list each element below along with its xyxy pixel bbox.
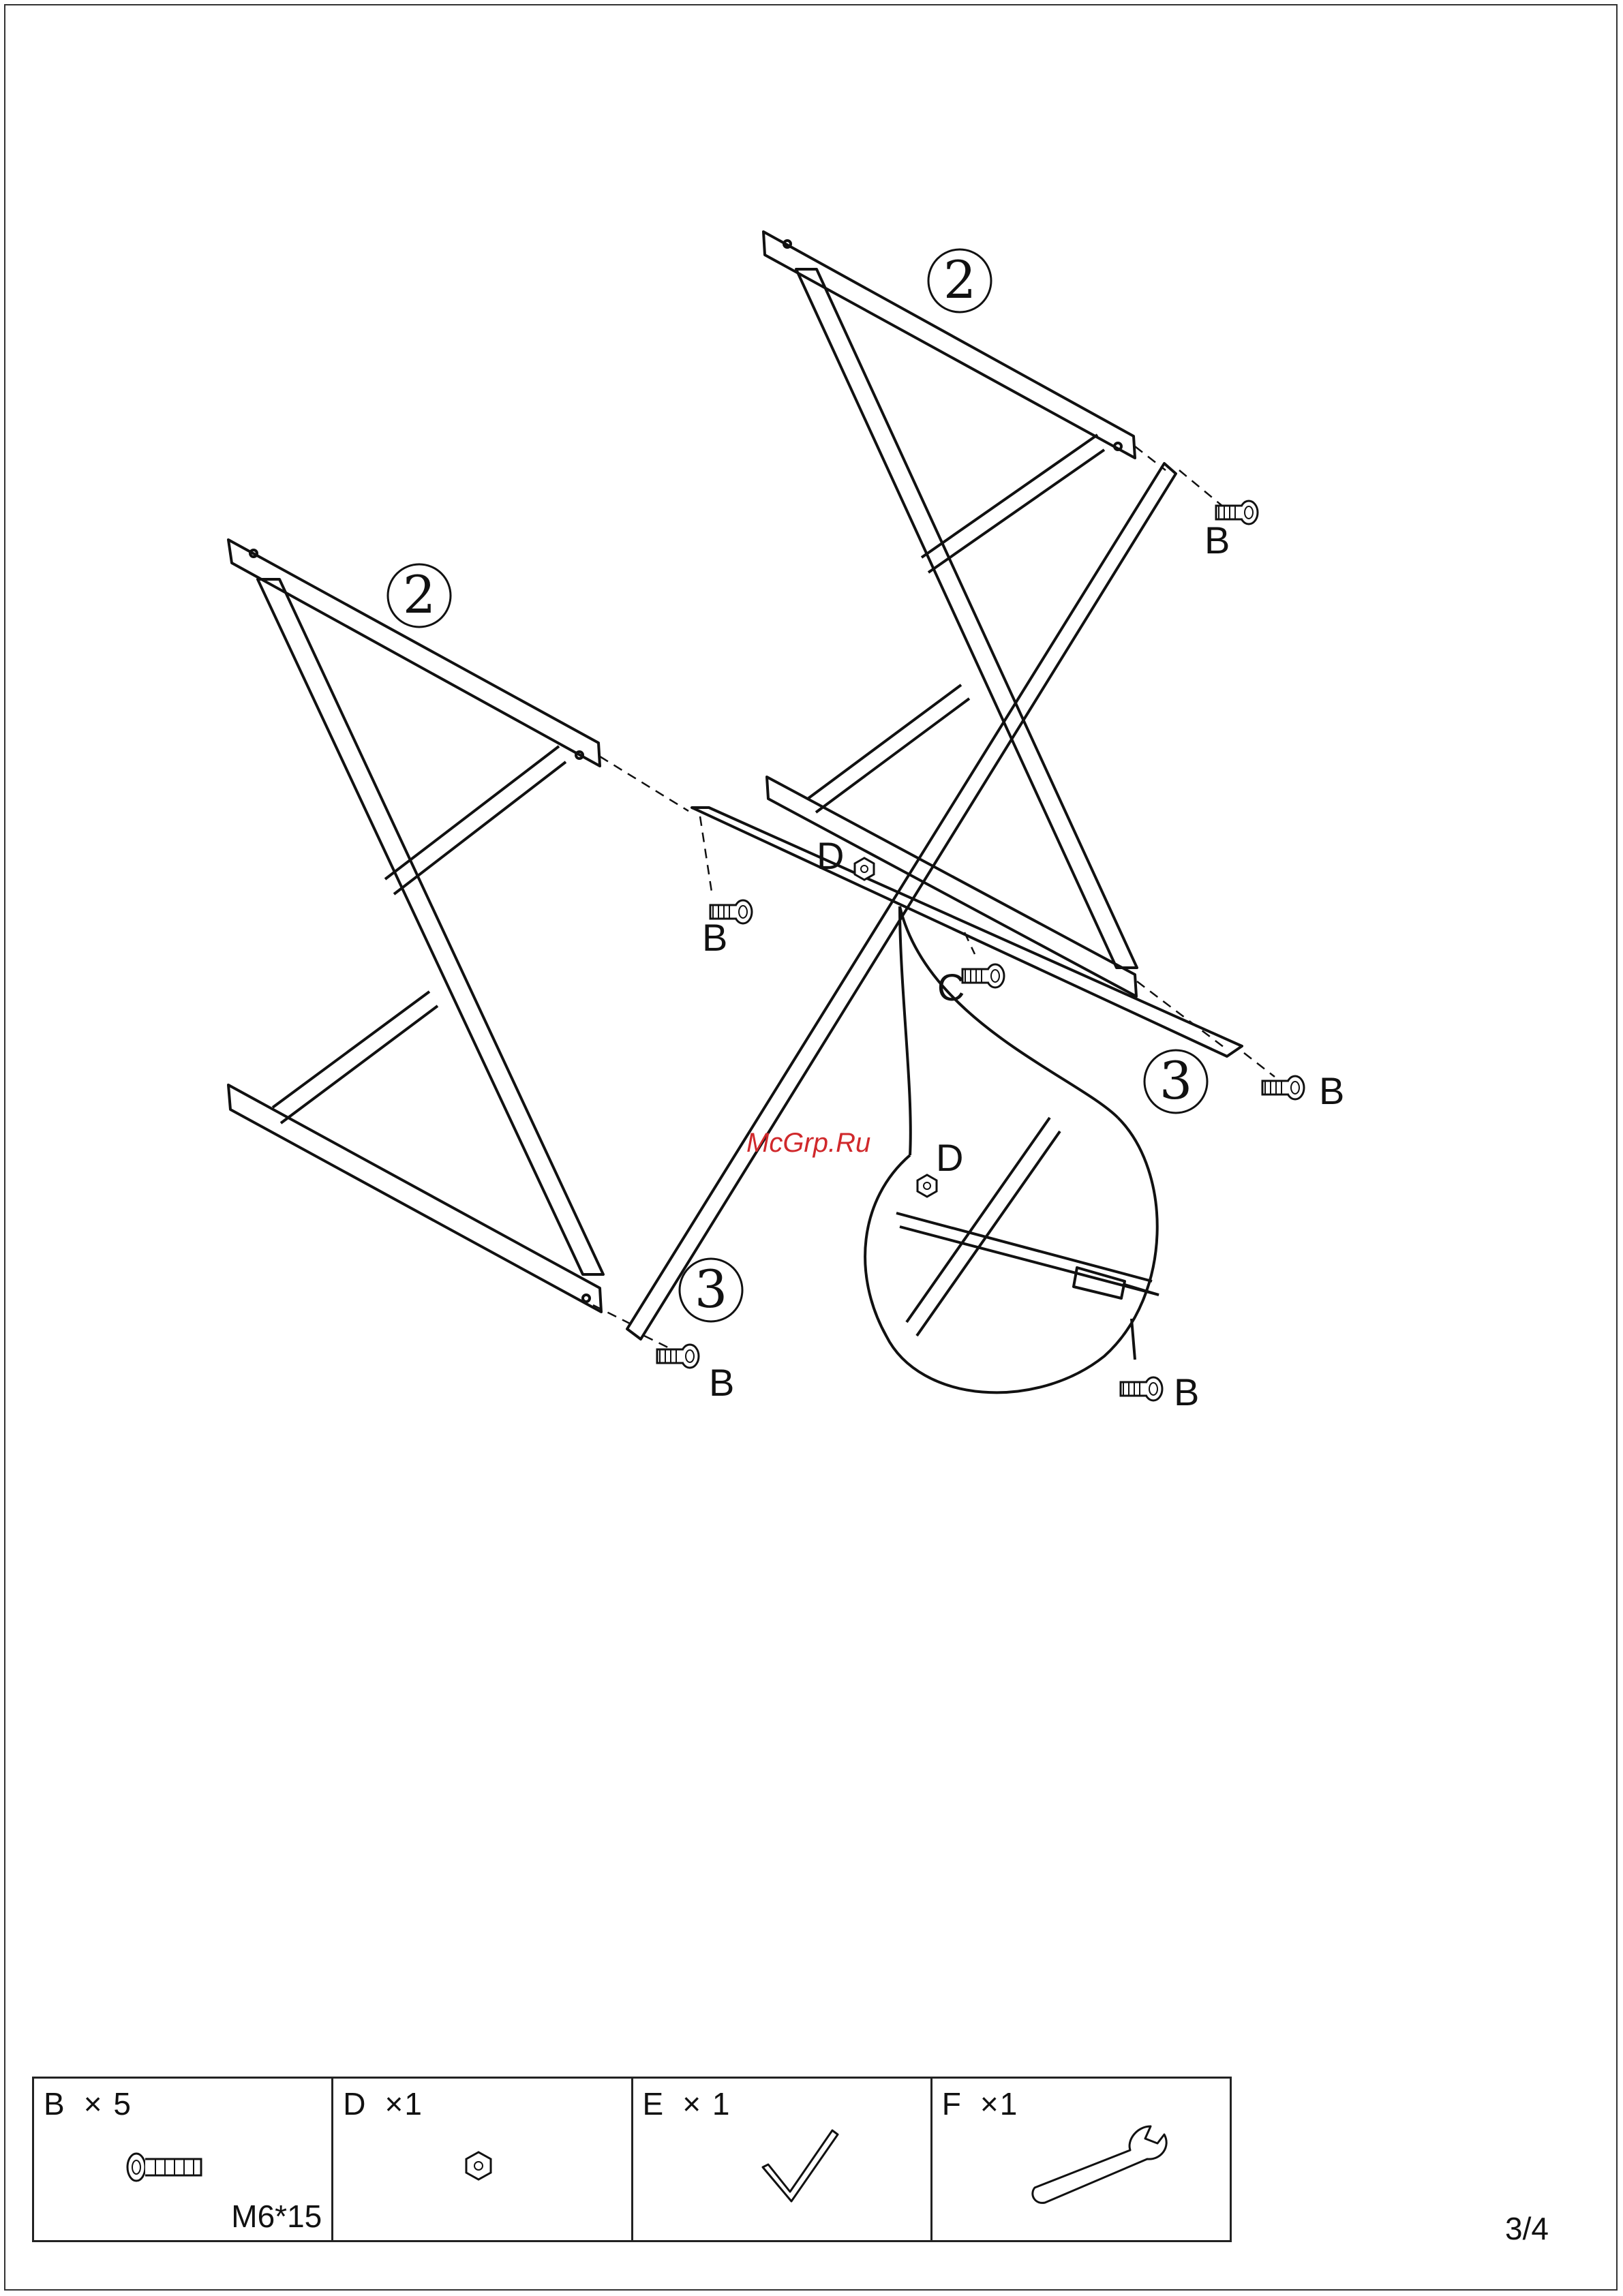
bolt-b-4 — [657, 1345, 699, 1368]
part-number-3a: 3 — [1159, 1050, 1192, 1111]
label-b-3: B — [1319, 1069, 1344, 1112]
nut-d — [855, 858, 874, 880]
label-b-1: B — [1204, 519, 1230, 562]
left-frame — [228, 540, 603, 1312]
label-d: D — [817, 834, 844, 877]
bolt-b-5 — [1121, 1377, 1162, 1400]
part-cell-e: E× 1 — [633, 2079, 932, 2240]
label-b-5: B — [1174, 1371, 1199, 1413]
label-b-4: B — [709, 1361, 734, 1404]
watermark: McGrp.Ru — [746, 1128, 870, 1159]
part-cell-d: D×1 — [333, 2079, 633, 2240]
bolt-b-3 — [1262, 1076, 1304, 1099]
hex-nut-icon — [333, 2079, 633, 2244]
part-spec: M6*15 — [231, 2198, 322, 2235]
crossbar-a — [692, 808, 1242, 1056]
page-number: 3/4 — [1505, 2210, 1549, 2247]
part-cell-b: B× 5 M6*15 — [34, 2079, 333, 2240]
part-number-2b: 2 — [403, 564, 436, 625]
crossbar-b — [627, 463, 1176, 1339]
allen-key-icon — [633, 2079, 933, 2244]
label-b-2: B — [702, 916, 727, 959]
label-d-detail: D — [936, 1136, 963, 1179]
part-number-2a: 2 — [943, 249, 976, 310]
part-cell-f: F×1 — [932, 2079, 1230, 2240]
nut-d-detail — [917, 1175, 937, 1197]
label-c: C — [937, 966, 965, 1009]
wrench-icon — [932, 2079, 1232, 2244]
right-frame — [763, 232, 1137, 996]
detail-callout — [865, 906, 1159, 1392]
connector-c — [962, 964, 1004, 988]
part-number-3b: 3 — [695, 1259, 727, 1319]
parts-table: B× 5 M6*15 D×1 E× 1 F×1 — [32, 2077, 1232, 2242]
